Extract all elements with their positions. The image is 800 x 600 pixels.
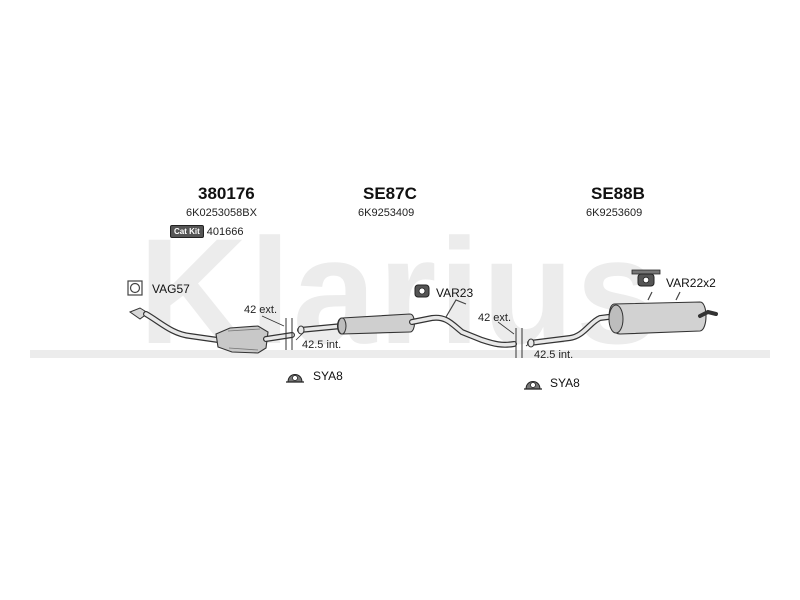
joint-1-int-label: 42.5 int. <box>302 339 342 351</box>
joint-2-ext-label: 42 ext. <box>478 312 512 324</box>
part-number-380176: 380176 <box>198 184 255 203</box>
gasket-label: VAG57 <box>152 282 190 296</box>
clamp-1-label: SYA8 <box>313 369 343 383</box>
gasket-icon <box>127 280 143 296</box>
rubber-mount-var22-icon <box>631 269 661 287</box>
mount-rear-label: VAR22x2 <box>666 276 716 290</box>
mount-front-label: VAR23 <box>436 286 474 300</box>
rubber-mount-var23-icon <box>414 284 430 298</box>
front-pipe-catalytic-converter <box>128 307 295 354</box>
rear-silencer-pipe <box>527 291 718 348</box>
ref-number-2: 6K9253409 <box>358 207 415 219</box>
part-number-se88b: SE88B <box>591 184 645 203</box>
clamp-icon-1 <box>286 374 304 383</box>
cat-kit-number: 401666 <box>206 226 244 238</box>
ref-number-3: 6K9253609 <box>586 207 643 219</box>
clamp-2-label: SYA8 <box>550 376 580 390</box>
clamp-icon-2 <box>524 381 542 390</box>
centre-silencer-pipe <box>297 299 517 348</box>
cat-kit-badge: Cat Kit <box>170 225 204 238</box>
ref-number-1: 6K0253058BX <box>186 207 257 219</box>
part-number-se87c: SE87C <box>363 184 417 203</box>
joint-2-int-label: 42.5 int. <box>534 349 574 361</box>
joint-1-ext-label: 42 ext. <box>244 304 278 316</box>
